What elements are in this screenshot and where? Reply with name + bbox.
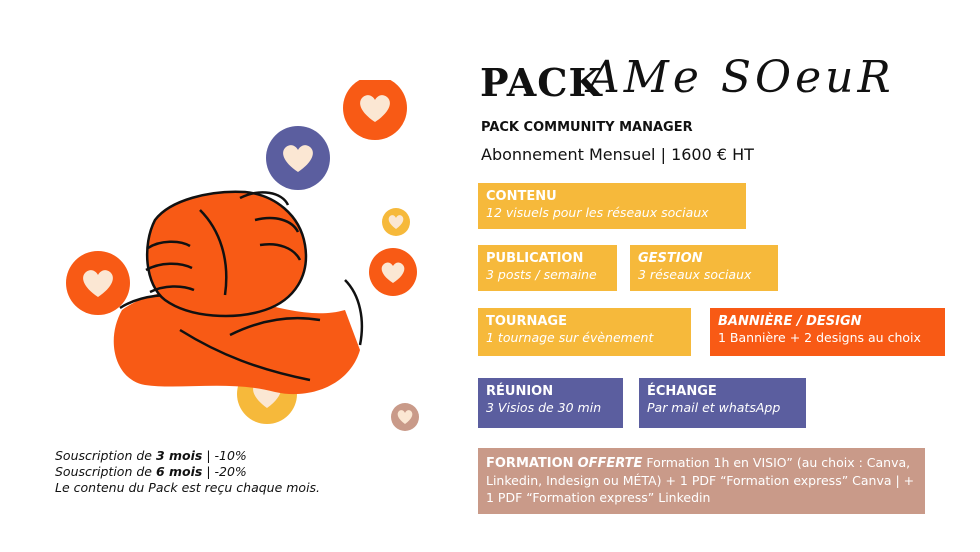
box-heading: RÉUNION <box>486 384 554 399</box>
pack-price: Abonnement Mensuel | 1600 € HT <box>481 145 754 164</box>
box-text: 3 réseaux sociaux <box>638 267 752 282</box>
box-text: 3 posts / semaine <box>486 267 597 282</box>
box-text: Formation 1h en VISIO” (au choix : Canva… <box>486 455 915 505</box>
box-heading: TOURNAGE <box>486 314 567 329</box>
box-heading: ÉCHANGE <box>647 384 717 399</box>
box-tournage: TOURNAGE 1 tournage sur évènement <box>478 308 691 356</box>
pack-name: AMe SOeuR <box>588 52 895 103</box>
box-contenu: CONTENU 12 visuels pour les réseaux soci… <box>478 183 746 229</box>
box-reunion: RÉUNION 3 Visios de 30 min <box>478 378 623 428</box>
box-formation: FORMATION OFFERTE Formation 1h en VISIO”… <box>478 448 925 514</box>
heart-icon <box>388 215 404 229</box>
box-text: 1 Bannière + 2 designs au choix <box>718 330 921 345</box>
heart-bubble-yellow-small <box>382 208 410 236</box>
box-text: 1 tournage sur évènement <box>486 330 654 345</box>
heart-bubble-orange-large <box>343 80 407 140</box>
box-heading: GESTION <box>638 251 703 266</box>
pack-title: PACK <box>480 60 603 105</box>
handshake-illustration <box>66 80 419 431</box>
note-line-1: Souscription de 3 mois | -10% <box>55 448 247 463</box>
heart-icon <box>360 95 390 122</box>
heart-bubble-rose-small <box>391 403 419 431</box>
box-echange: ÉCHANGE Par mail et whatsApp <box>639 378 806 428</box>
box-text: 12 visuels pour les réseaux sociaux <box>486 205 709 220</box>
box-heading: FORMATION <box>486 456 574 471</box>
heart-icon <box>381 262 405 283</box>
note-line-3: Le contenu du Pack est reçu chaque mois. <box>55 480 321 495</box>
box-text: 3 Visios de 30 min <box>486 400 602 415</box>
heart-icon <box>83 270 113 297</box>
box-gestion: GESTION 3 réseaux sociaux <box>630 245 778 291</box>
box-publication: PUBLICATION 3 posts / semaine <box>478 245 617 291</box>
heart-icon <box>397 410 413 424</box>
box-heading-emph: OFFERTE <box>577 456 643 471</box>
box-heading: PUBLICATION <box>486 251 584 266</box>
subscription-notes: Souscription de 3 mois | -10% Souscripti… <box>55 448 320 496</box>
box-banniere: BANNIÈRE / DESIGN 1 Bannière + 2 designs… <box>710 308 945 356</box>
note-line-2: Souscription de 6 mois | -20% <box>55 464 247 479</box>
heart-icon <box>283 145 313 172</box>
pack-subtitle: PACK COMMUNITY MANAGER <box>481 120 693 135</box>
heart-bubble-orange-left <box>66 251 130 315</box>
box-heading: CONTENU <box>486 189 557 204</box>
box-text: Par mail et whatsApp <box>647 400 781 415</box>
heart-bubble-blue <box>266 126 330 190</box>
box-heading: BANNIÈRE / DESIGN <box>718 314 862 329</box>
heart-bubble-orange-right <box>369 248 417 296</box>
